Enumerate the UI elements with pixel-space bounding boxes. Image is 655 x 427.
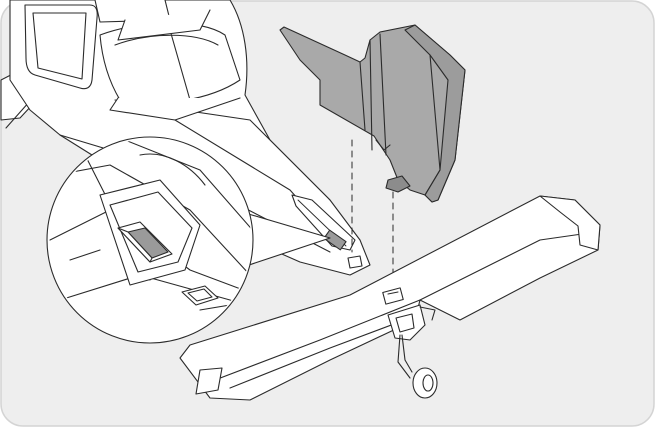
magnifier-callout xyxy=(46,136,331,344)
tail-wheel-illustration xyxy=(387,304,438,399)
vertical-fin-illustration xyxy=(279,24,466,203)
horizontal-stabilizer-illustration xyxy=(179,195,601,401)
